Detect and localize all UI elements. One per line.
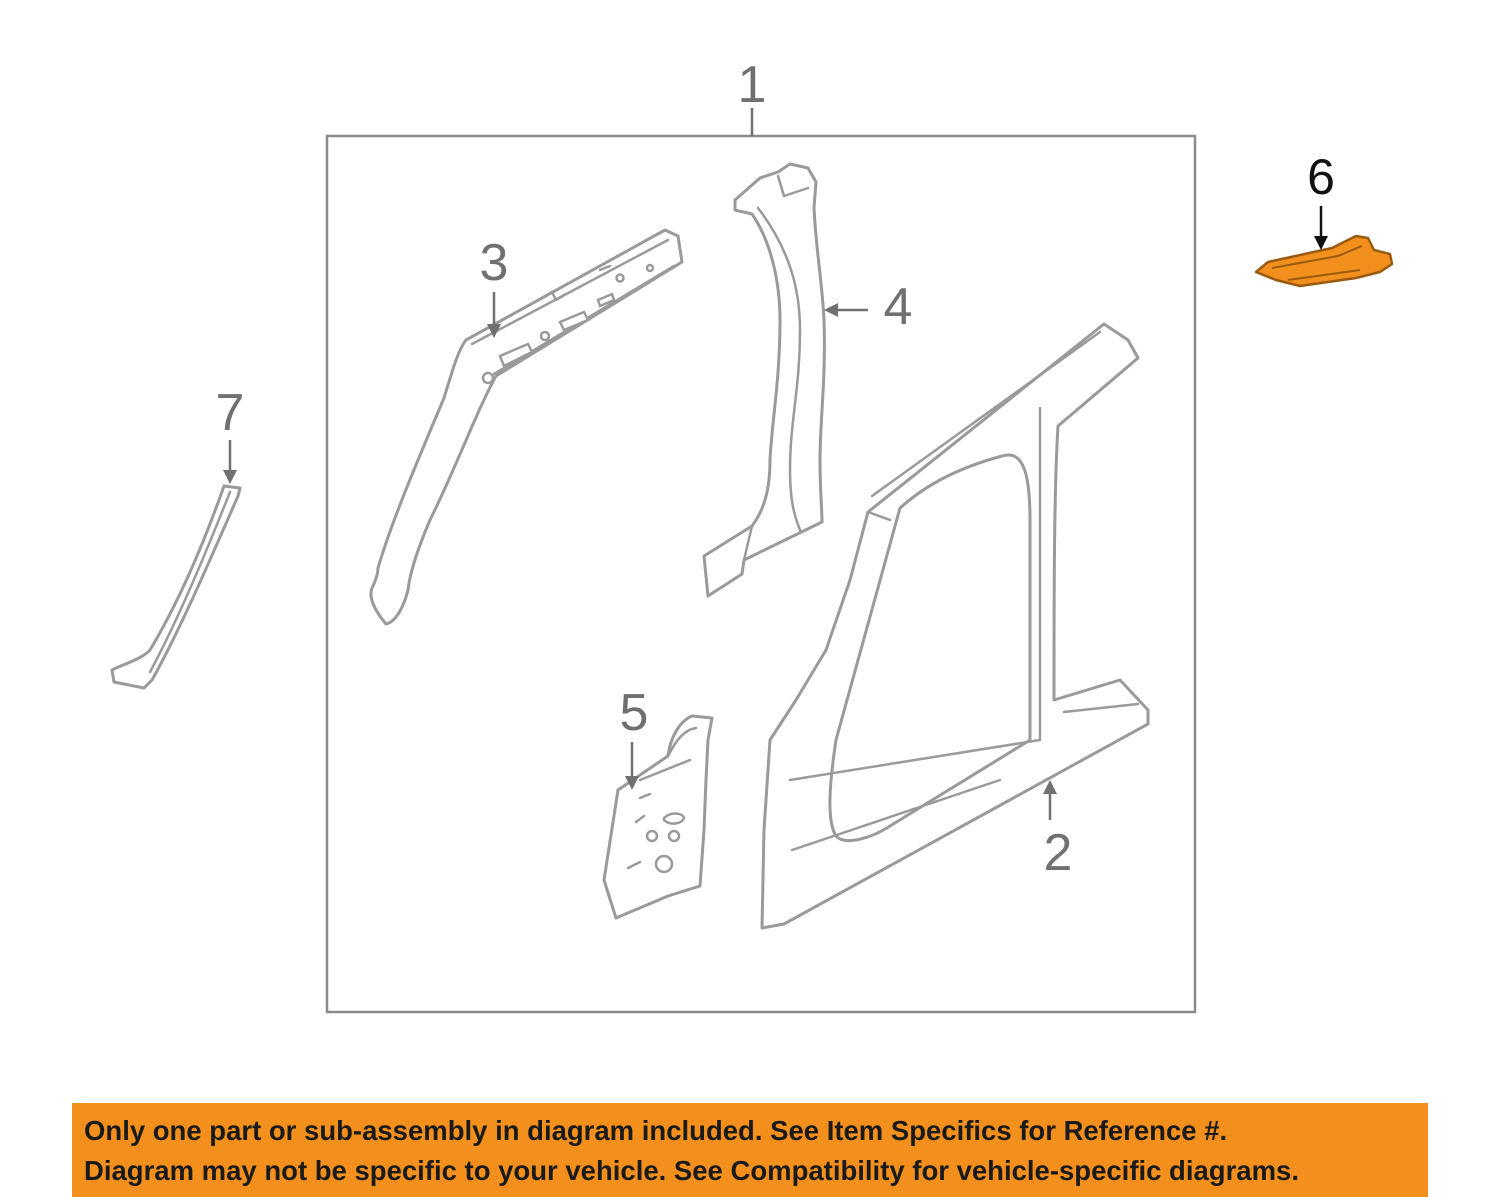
callout-2-arrow (1043, 780, 1057, 794)
callout-6[interactable]: 6 (1307, 149, 1335, 250)
callout-2[interactable]: 2 (1043, 780, 1072, 882)
disclaimer-line-2: Diagram may not be specific to your vehi… (84, 1155, 1299, 1186)
callout-1[interactable]: 1 (738, 56, 767, 136)
assembly-box (325, 134, 1197, 1014)
callout-5-arrow (625, 776, 639, 790)
part-4-pillar-reinforcement[interactable] (702, 162, 826, 598)
callout-1-label: 1 (738, 56, 767, 114)
disclaimer-banner: Only one part or sub-assembly in diagram… (72, 1103, 1428, 1197)
disclaimer-line-1: Only one part or sub-assembly in diagram… (84, 1115, 1228, 1146)
callout-2-label: 2 (1044, 824, 1073, 882)
callout-7-arrow (223, 470, 237, 484)
callout-4[interactable]: 4 (824, 278, 912, 336)
callout-6-label: 6 (1307, 149, 1335, 205)
callout-7[interactable]: 7 (216, 384, 245, 484)
callout-6-arrow (1314, 236, 1328, 250)
callout-3-arrow (487, 324, 501, 338)
part-7-trim-strip[interactable] (110, 484, 242, 690)
callout-4-label: 4 (884, 278, 913, 336)
callout-3-label: 3 (480, 234, 509, 292)
callout-4-arrow (824, 303, 838, 317)
callout-7-label: 7 (216, 384, 245, 442)
part-6-highlighted[interactable] (1254, 234, 1394, 288)
callout-5-label: 5 (620, 684, 649, 742)
part-2-body-side-outer[interactable] (760, 322, 1150, 930)
callout-5[interactable]: 5 (620, 684, 649, 790)
part-5-bracket[interactable] (602, 714, 714, 920)
part-3-pillar-upper[interactable] (369, 228, 684, 626)
callout-3[interactable]: 3 (480, 234, 509, 338)
